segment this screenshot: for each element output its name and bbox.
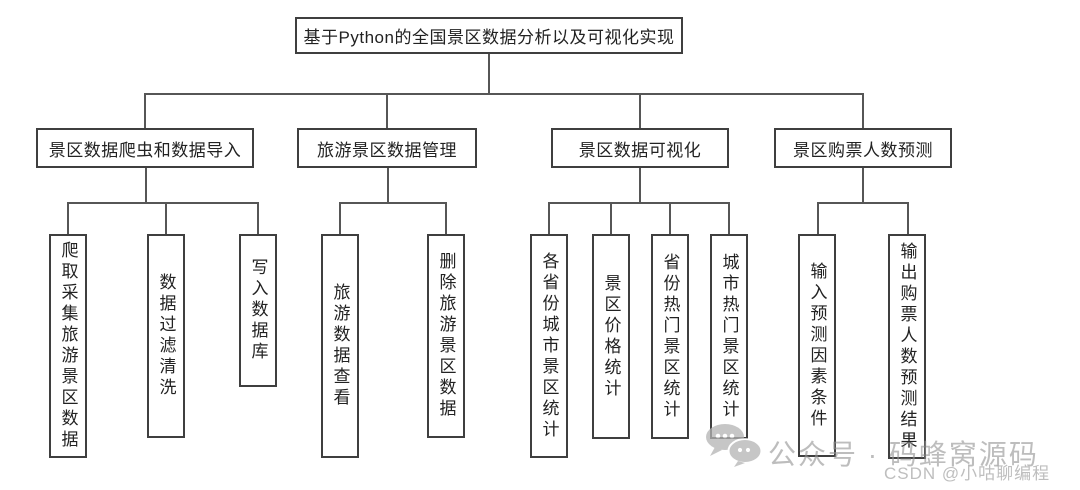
leaf-node-city-hot-stats: 城市热门景区统计 xyxy=(710,234,748,439)
connector-line xyxy=(669,202,671,234)
connector-line xyxy=(862,168,864,204)
leaf-label: 各省份城市景区统计 xyxy=(539,251,559,441)
connector-line xyxy=(339,202,341,234)
connector-line xyxy=(907,202,909,234)
branch-node-data-management: 旅游景区数据管理 xyxy=(297,128,477,168)
connector-line xyxy=(387,168,389,204)
watermark-csdn-text: CSDN @小咕聊编程 xyxy=(884,464,1051,483)
leaf-label: 城市热门景区统计 xyxy=(719,252,739,421)
connector-line xyxy=(610,202,612,234)
leaf-label: 旅游数据查看 xyxy=(330,283,350,409)
leaf-label: 爬取采集旅游景区数据 xyxy=(58,241,78,451)
connector-line xyxy=(257,202,259,234)
leaf-node-view-data: 旅游数据查看 xyxy=(321,234,359,458)
connector-line xyxy=(817,202,909,204)
leaf-label: 景区价格统计 xyxy=(601,273,621,400)
leaf-node-output-prediction: 输出购票人数预测结果 xyxy=(888,234,926,459)
connector-line xyxy=(67,202,259,204)
root-node: 基于Python的全国景区数据分析以及可视化实现 xyxy=(295,17,683,54)
branch-node-visualization: 景区数据可视化 xyxy=(551,128,729,168)
leaf-label: 数据过滤清洗 xyxy=(156,273,176,399)
connector-line xyxy=(862,93,864,128)
leaf-label: 省份热门景区统计 xyxy=(660,252,680,421)
connector-line xyxy=(639,168,641,204)
connector-line xyxy=(386,93,388,128)
leaf-label: 输入预测因素条件 xyxy=(807,261,827,430)
leaf-node-price-stats: 景区价格统计 xyxy=(592,234,630,439)
branch-node-prediction: 景区购票人数预测 xyxy=(774,128,952,168)
leaf-node-province-city-stats: 各省份城市景区统计 xyxy=(530,234,568,458)
leaf-node-province-hot-stats: 省份热门景区统计 xyxy=(651,234,689,439)
leaf-node-delete-data: 删除旅游景区数据 xyxy=(427,234,465,438)
connector-line xyxy=(145,93,864,95)
connector-line xyxy=(145,168,147,204)
connector-line xyxy=(67,202,69,234)
connector-line xyxy=(817,202,819,234)
leaf-node-input-factors: 输入预测因素条件 xyxy=(798,234,836,457)
leaf-label: 写入数据库 xyxy=(248,258,268,363)
connector-line xyxy=(339,202,447,204)
connector-line xyxy=(488,54,490,94)
connector-line xyxy=(639,93,641,128)
connector-line xyxy=(144,93,146,128)
connector-line xyxy=(728,202,730,234)
wechat-icon xyxy=(706,424,763,467)
leaf-node-filter-clean: 数据过滤清洗 xyxy=(147,234,185,438)
leaf-label: 删除旅游景区数据 xyxy=(436,252,456,420)
connector-line xyxy=(165,202,167,234)
leaf-node-write-db: 写入数据库 xyxy=(239,234,277,387)
connector-line xyxy=(445,202,447,234)
watermark-wechat-text: 公众号 · 码蜂窝源码 xyxy=(768,439,1039,470)
leaf-label: 输出购票人数预测结果 xyxy=(897,241,917,452)
connector-line xyxy=(548,202,730,204)
connector-line xyxy=(548,202,550,234)
leaf-node-crawl-collect: 爬取采集旅游景区数据 xyxy=(49,234,87,458)
branch-node-crawler-import: 景区数据爬虫和数据导入 xyxy=(36,128,254,168)
